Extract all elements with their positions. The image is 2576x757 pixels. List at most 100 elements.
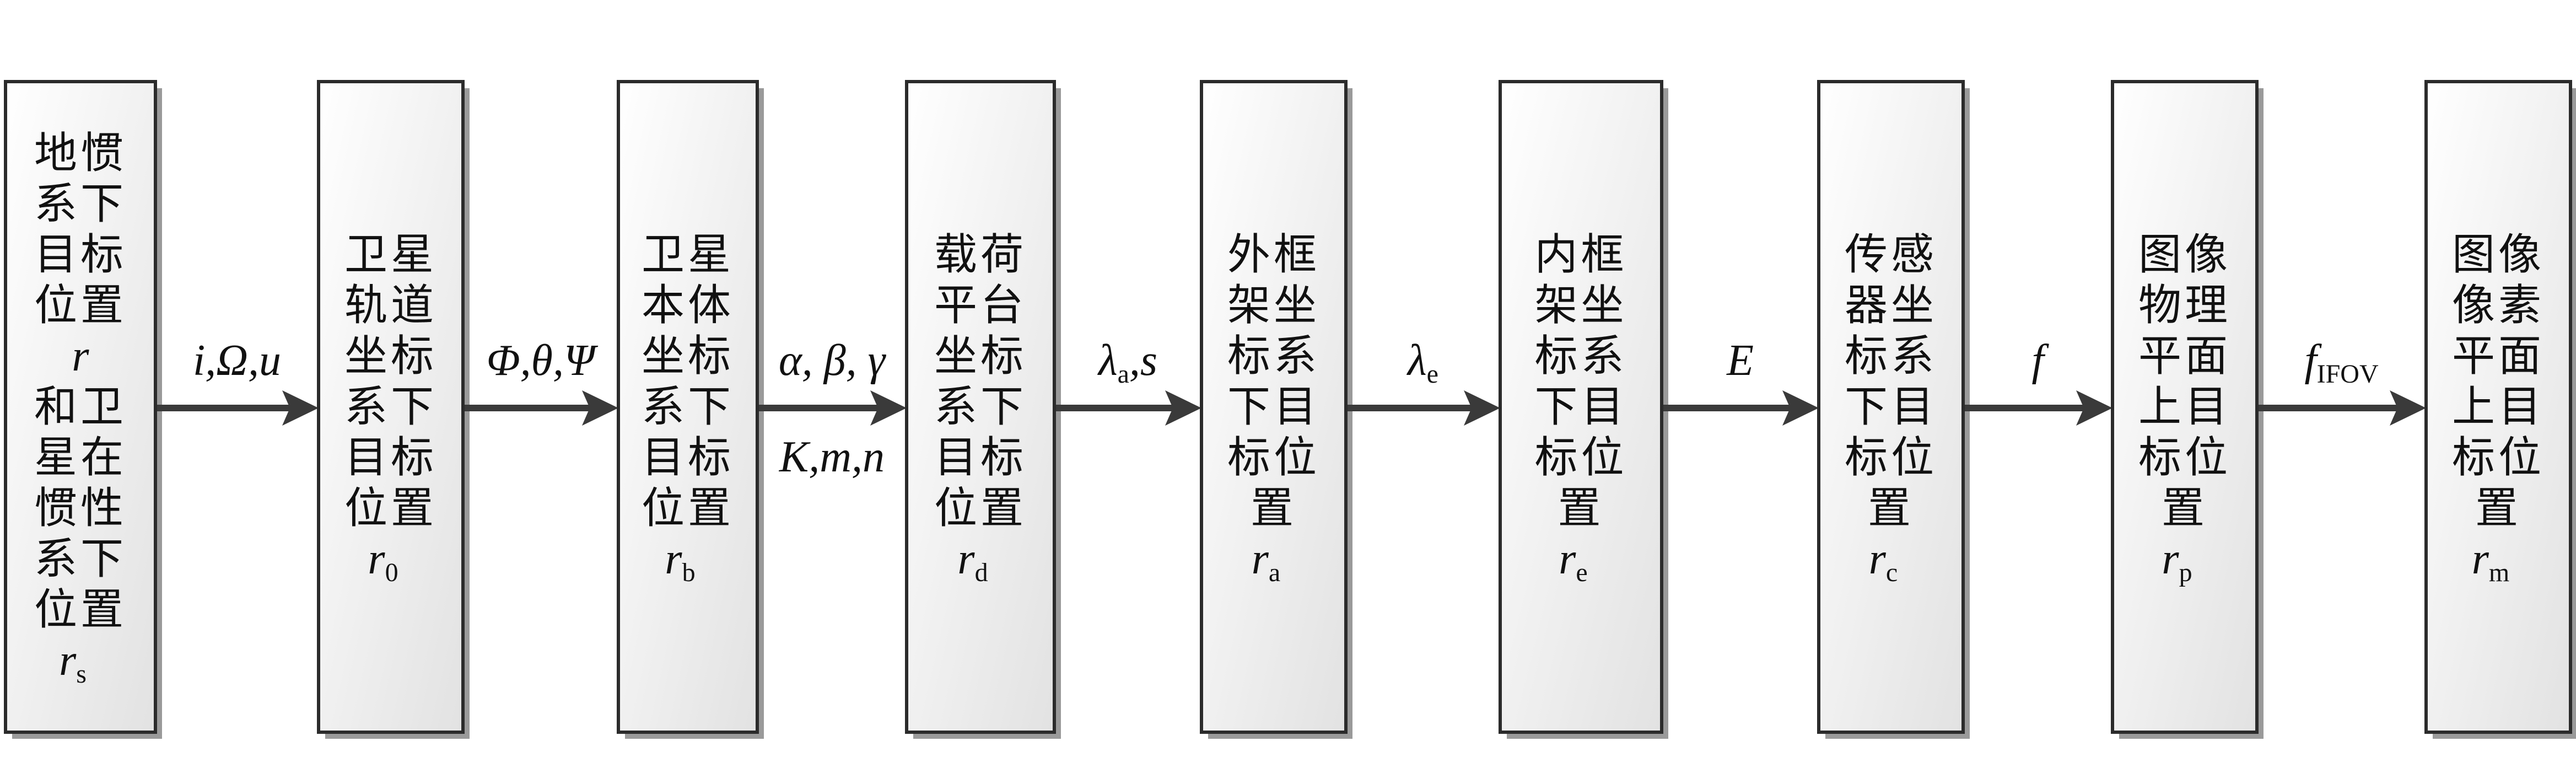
node-label-line: 上目 [2452, 382, 2545, 432]
node-box [905, 80, 1056, 734]
node-label-line: 架坐 [1534, 281, 1627, 330]
node-label-line: 标位 [1845, 433, 1937, 482]
edge-label: Φ,θ,Ψ [487, 336, 599, 385]
node-label-line: 置 [1558, 484, 1604, 533]
arrowhead [2076, 390, 2112, 426]
node-box [317, 80, 465, 734]
edge-n6-n7: E [1662, 336, 1819, 426]
edge-label: E [1726, 336, 1754, 385]
node-box [4, 80, 157, 734]
node-label-line: 载荷 [934, 230, 1027, 280]
node-symbol: rp [2162, 535, 2192, 587]
node-label-line: 置 [2162, 484, 2208, 533]
node-label-line: 像素 [2452, 281, 2545, 330]
node-label-line: 置 [1868, 484, 1914, 533]
node-label-line: 目标 [34, 230, 127, 280]
node-label-line: 位置 [934, 484, 1027, 533]
edge-label: fIFOV [2304, 336, 2379, 389]
arrowhead [2390, 390, 2426, 426]
node-label-line: 系下 [344, 382, 437, 432]
node-label-line: 本体 [642, 281, 734, 330]
node-label-line: 标位 [1534, 433, 1627, 482]
node-label-line: 标位 [2138, 433, 2231, 482]
node-label-line: 架坐 [1227, 281, 1320, 330]
edge-n5-n6: λe [1346, 336, 1500, 426]
node-label-line: 物理 [2138, 281, 2231, 330]
arrowhead [1464, 390, 1500, 426]
node-label-line: 置 [2475, 484, 2521, 533]
node-label-line: 平面 [2452, 331, 2545, 381]
node-label-line: 外框 [1227, 230, 1320, 280]
node-label-line: 标系 [1845, 331, 1937, 381]
node-label-line: 位置 [642, 484, 734, 533]
edge-label-secondary: K,m,n [779, 433, 885, 481]
node-label-line: 坐标 [934, 331, 1027, 381]
node-box [617, 80, 759, 734]
node-symbol: r0 [368, 535, 398, 587]
node-label-line: 坐标 [642, 331, 734, 381]
node-label-line: 标位 [1227, 433, 1320, 482]
node-label-line: 下目 [1845, 382, 1937, 432]
edge-n8-n9: fIFOV [2257, 336, 2426, 426]
node-label-line: 平台 [934, 281, 1027, 330]
node-label-line: 卫星 [642, 230, 734, 280]
node-label-line: 平面 [2138, 331, 2231, 381]
node-label-line: 目标 [642, 433, 734, 482]
node-symbol: r [72, 332, 89, 380]
node-box [2424, 80, 2572, 734]
node-label-line: 标位 [2452, 433, 2545, 482]
node-label-line: 系下 [34, 534, 127, 584]
node-label-line: 位置 [34, 585, 127, 635]
node-label-line: 上目 [2138, 382, 2231, 432]
node-label-line: 惯性 [34, 484, 127, 533]
node-label-line: 置 [1251, 484, 1297, 533]
node-label-line: 器坐 [1845, 281, 1937, 330]
node-box [1817, 80, 1965, 734]
node-label-line: 目标 [934, 433, 1027, 482]
node-label-line: 标系 [1534, 331, 1627, 381]
node-label-line: 坐标 [344, 331, 437, 381]
edge-label: λe [1406, 336, 1438, 389]
edge-label: α, β, γ [779, 336, 887, 385]
node-label-line: 下目 [1534, 382, 1627, 432]
node-label-line: 卫星 [344, 230, 437, 280]
node-label-line: 标系 [1227, 331, 1320, 381]
edge-label: f [2031, 336, 2049, 385]
node-label-line: 下目 [1227, 382, 1320, 432]
edge-label: i,Ω,u [193, 336, 281, 385]
arrowhead [1165, 390, 1201, 426]
node-label-line: 系下 [934, 382, 1027, 432]
node-box [1499, 80, 1663, 734]
edge-n2-n3: Φ,θ,Ψ [463, 336, 618, 426]
node-label-line: 系下 [34, 179, 127, 229]
node-label-line: 图像 [2138, 230, 2231, 280]
edge-n7-n8: f [1963, 336, 2112, 426]
node-label-line: 位置 [344, 484, 437, 533]
node-box [2111, 80, 2259, 734]
edge-n1-n2: i,Ω,u [155, 336, 319, 426]
node-label-line: 传感 [1845, 230, 1937, 280]
node-symbol: ra [1252, 535, 1280, 587]
arrowhead [582, 390, 618, 426]
edge-n3-n4: α, β, γ K,m,n [757, 336, 907, 481]
node-label-line: 星在 [34, 433, 127, 482]
node-label-line: 系下 [642, 382, 734, 432]
node-label-line: 地惯 [34, 128, 127, 178]
node-label-line: 图像 [2452, 230, 2545, 280]
node-box [1200, 80, 1348, 734]
edge-n4-n5: λa,s [1054, 336, 1201, 426]
arrowhead [1782, 390, 1819, 426]
arrowhead [870, 390, 907, 426]
node-label-line: 轨道 [344, 281, 437, 330]
node-label-line: 和卫 [34, 382, 127, 432]
